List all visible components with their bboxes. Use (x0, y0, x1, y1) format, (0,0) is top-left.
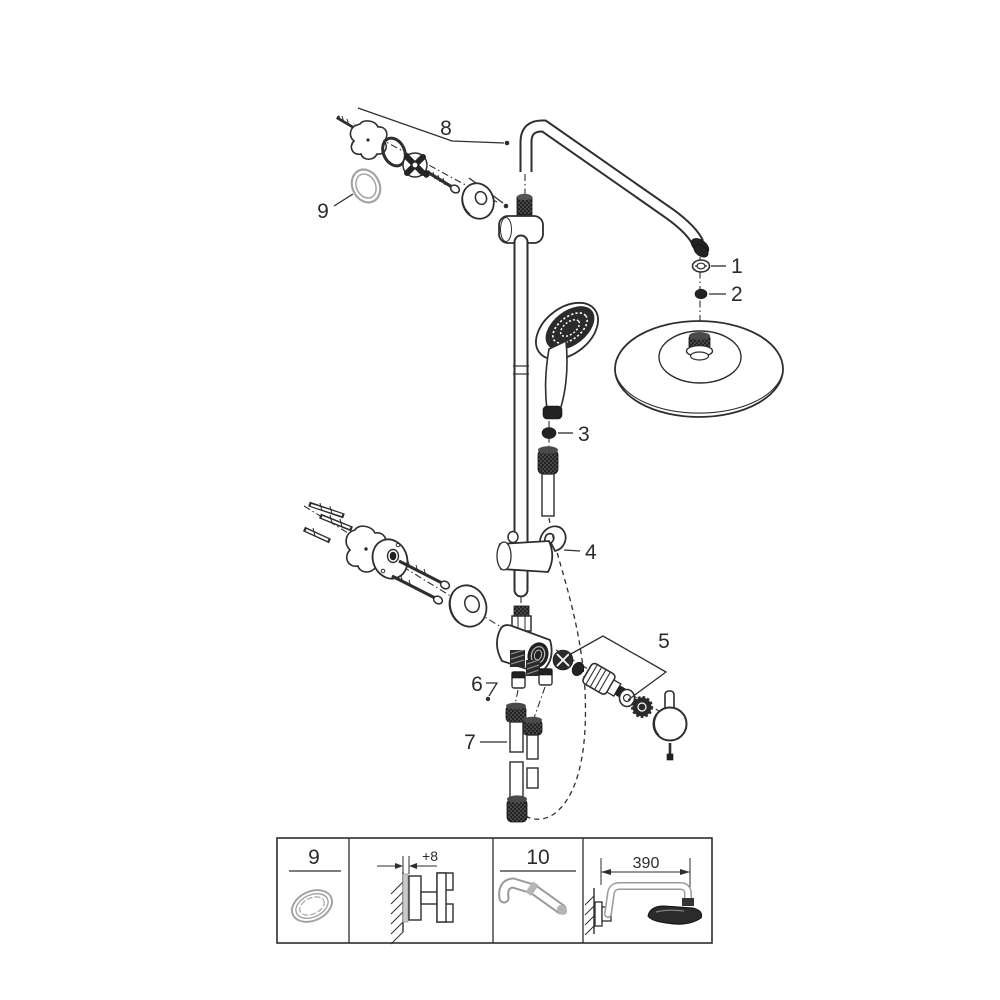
panel-box-2-dimension: +8 (422, 848, 438, 864)
cartridge-body (582, 662, 627, 698)
part-1-seal: 1 (691, 255, 743, 278)
diverter-valve-body (496, 596, 553, 676)
callout-8-dot-2 (503, 203, 509, 209)
wall-plug-icon-2 (319, 513, 353, 532)
arrow-left-icon-2 (601, 869, 611, 875)
detail-panel: 9 (276, 837, 713, 945)
part-label-8: 8 (440, 117, 452, 140)
panel-box-3: 10 (498, 846, 576, 915)
screw-icon-4 (391, 574, 444, 605)
part-label-5: 5 (658, 630, 670, 653)
hoses-part-7: 7 (464, 702, 543, 823)
cap-disc (552, 649, 574, 671)
arrow-left-icon (409, 863, 417, 869)
panel-box-2: +8 (377, 848, 454, 945)
escutcheon (461, 182, 495, 220)
arrow-right-icon-2 (680, 869, 690, 875)
mounting-flange (371, 538, 409, 580)
wall-plug-icon-3 (302, 526, 332, 544)
hose-hidden-curve (518, 517, 587, 820)
spacer-strip (402, 873, 409, 923)
upper-wall-union-group: 9 8 (317, 107, 510, 223)
part-label-4: 4 (585, 541, 597, 564)
hand-shower (518, 301, 599, 820)
part-label-6: 6 (471, 673, 483, 696)
callout-8-dot (504, 140, 510, 146)
handle-knob (652, 706, 688, 742)
screw-icon-3 (398, 559, 451, 590)
part-label-9: 9 (317, 200, 329, 223)
head-shower (614, 320, 784, 418)
shower-hose-top (537, 446, 559, 517)
part-3-seal: 3 (541, 423, 590, 446)
arrow-right-icon (395, 863, 403, 869)
panel-box-4: 390 (584, 855, 703, 936)
part-6-nipples: 6 (471, 668, 553, 719)
o-ring (381, 136, 407, 168)
union-rosette (402, 152, 431, 178)
head-nut-icon (682, 898, 694, 906)
handle-end-cap (542, 405, 563, 420)
valve-top-connector (513, 605, 530, 617)
knurled-ring-nut (631, 696, 653, 718)
hand-shower-handle (544, 339, 568, 411)
rail-top-connector (516, 193, 533, 216)
head-shower-connector (685, 332, 714, 361)
panel-box-1: 9 (289, 846, 341, 923)
callout-5-bracket (568, 635, 668, 701)
callout-8-line (357, 107, 505, 144)
shower-arm (519, 119, 710, 334)
part-label-2: 2 (731, 283, 743, 306)
part-label-7: 7 (464, 731, 476, 754)
threaded-outlets (510, 649, 540, 676)
wall-plug-icon (308, 501, 345, 519)
lever-handle (652, 690, 688, 761)
part-label-3: 3 (578, 423, 590, 446)
wall-hatch-2 (584, 895, 595, 936)
rail-holder-part-4: 4 (496, 525, 597, 573)
spacer-ring-part-9 (350, 168, 382, 204)
spacer-ring-icon (291, 889, 333, 923)
panel-box-1-label: 9 (308, 846, 320, 869)
escutcheon-lower (448, 584, 488, 628)
cartridge-assembly-part-5: 5 (552, 630, 670, 718)
part-2-seal: 2 (694, 283, 743, 306)
screw-icon-2 (428, 171, 461, 194)
panel-box-3-label: 10 (526, 846, 549, 869)
riser-rail (498, 193, 544, 598)
lower-wall-mount-group (302, 501, 507, 631)
panel-box-4-dimension: 390 (633, 855, 660, 872)
arm-piece-icon (498, 877, 568, 915)
part-label-1: 1 (731, 255, 743, 278)
spray-face (545, 306, 595, 350)
cartridge-o-ring (571, 662, 585, 676)
wall-hatch (390, 881, 404, 945)
